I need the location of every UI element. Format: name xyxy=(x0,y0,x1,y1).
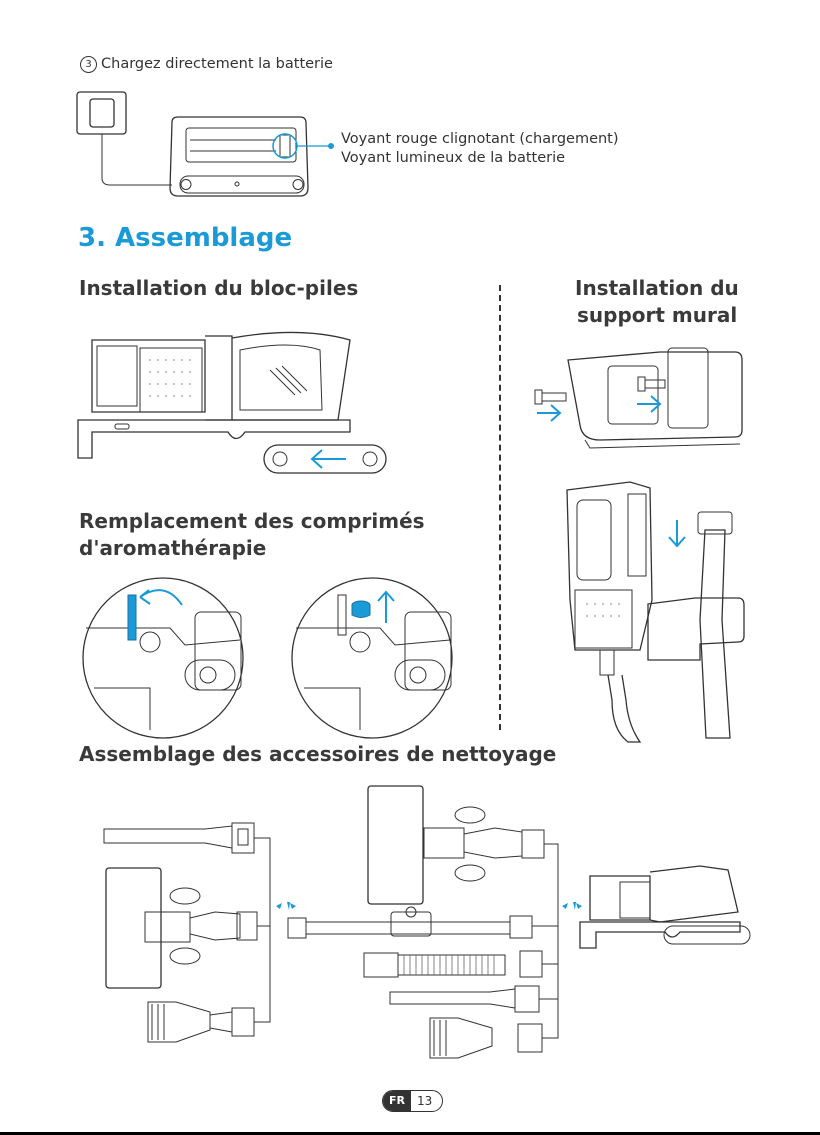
language-code: FR xyxy=(383,1091,411,1111)
page-badge: FR 13 xyxy=(382,1090,443,1112)
page-number: 13 xyxy=(411,1094,442,1108)
